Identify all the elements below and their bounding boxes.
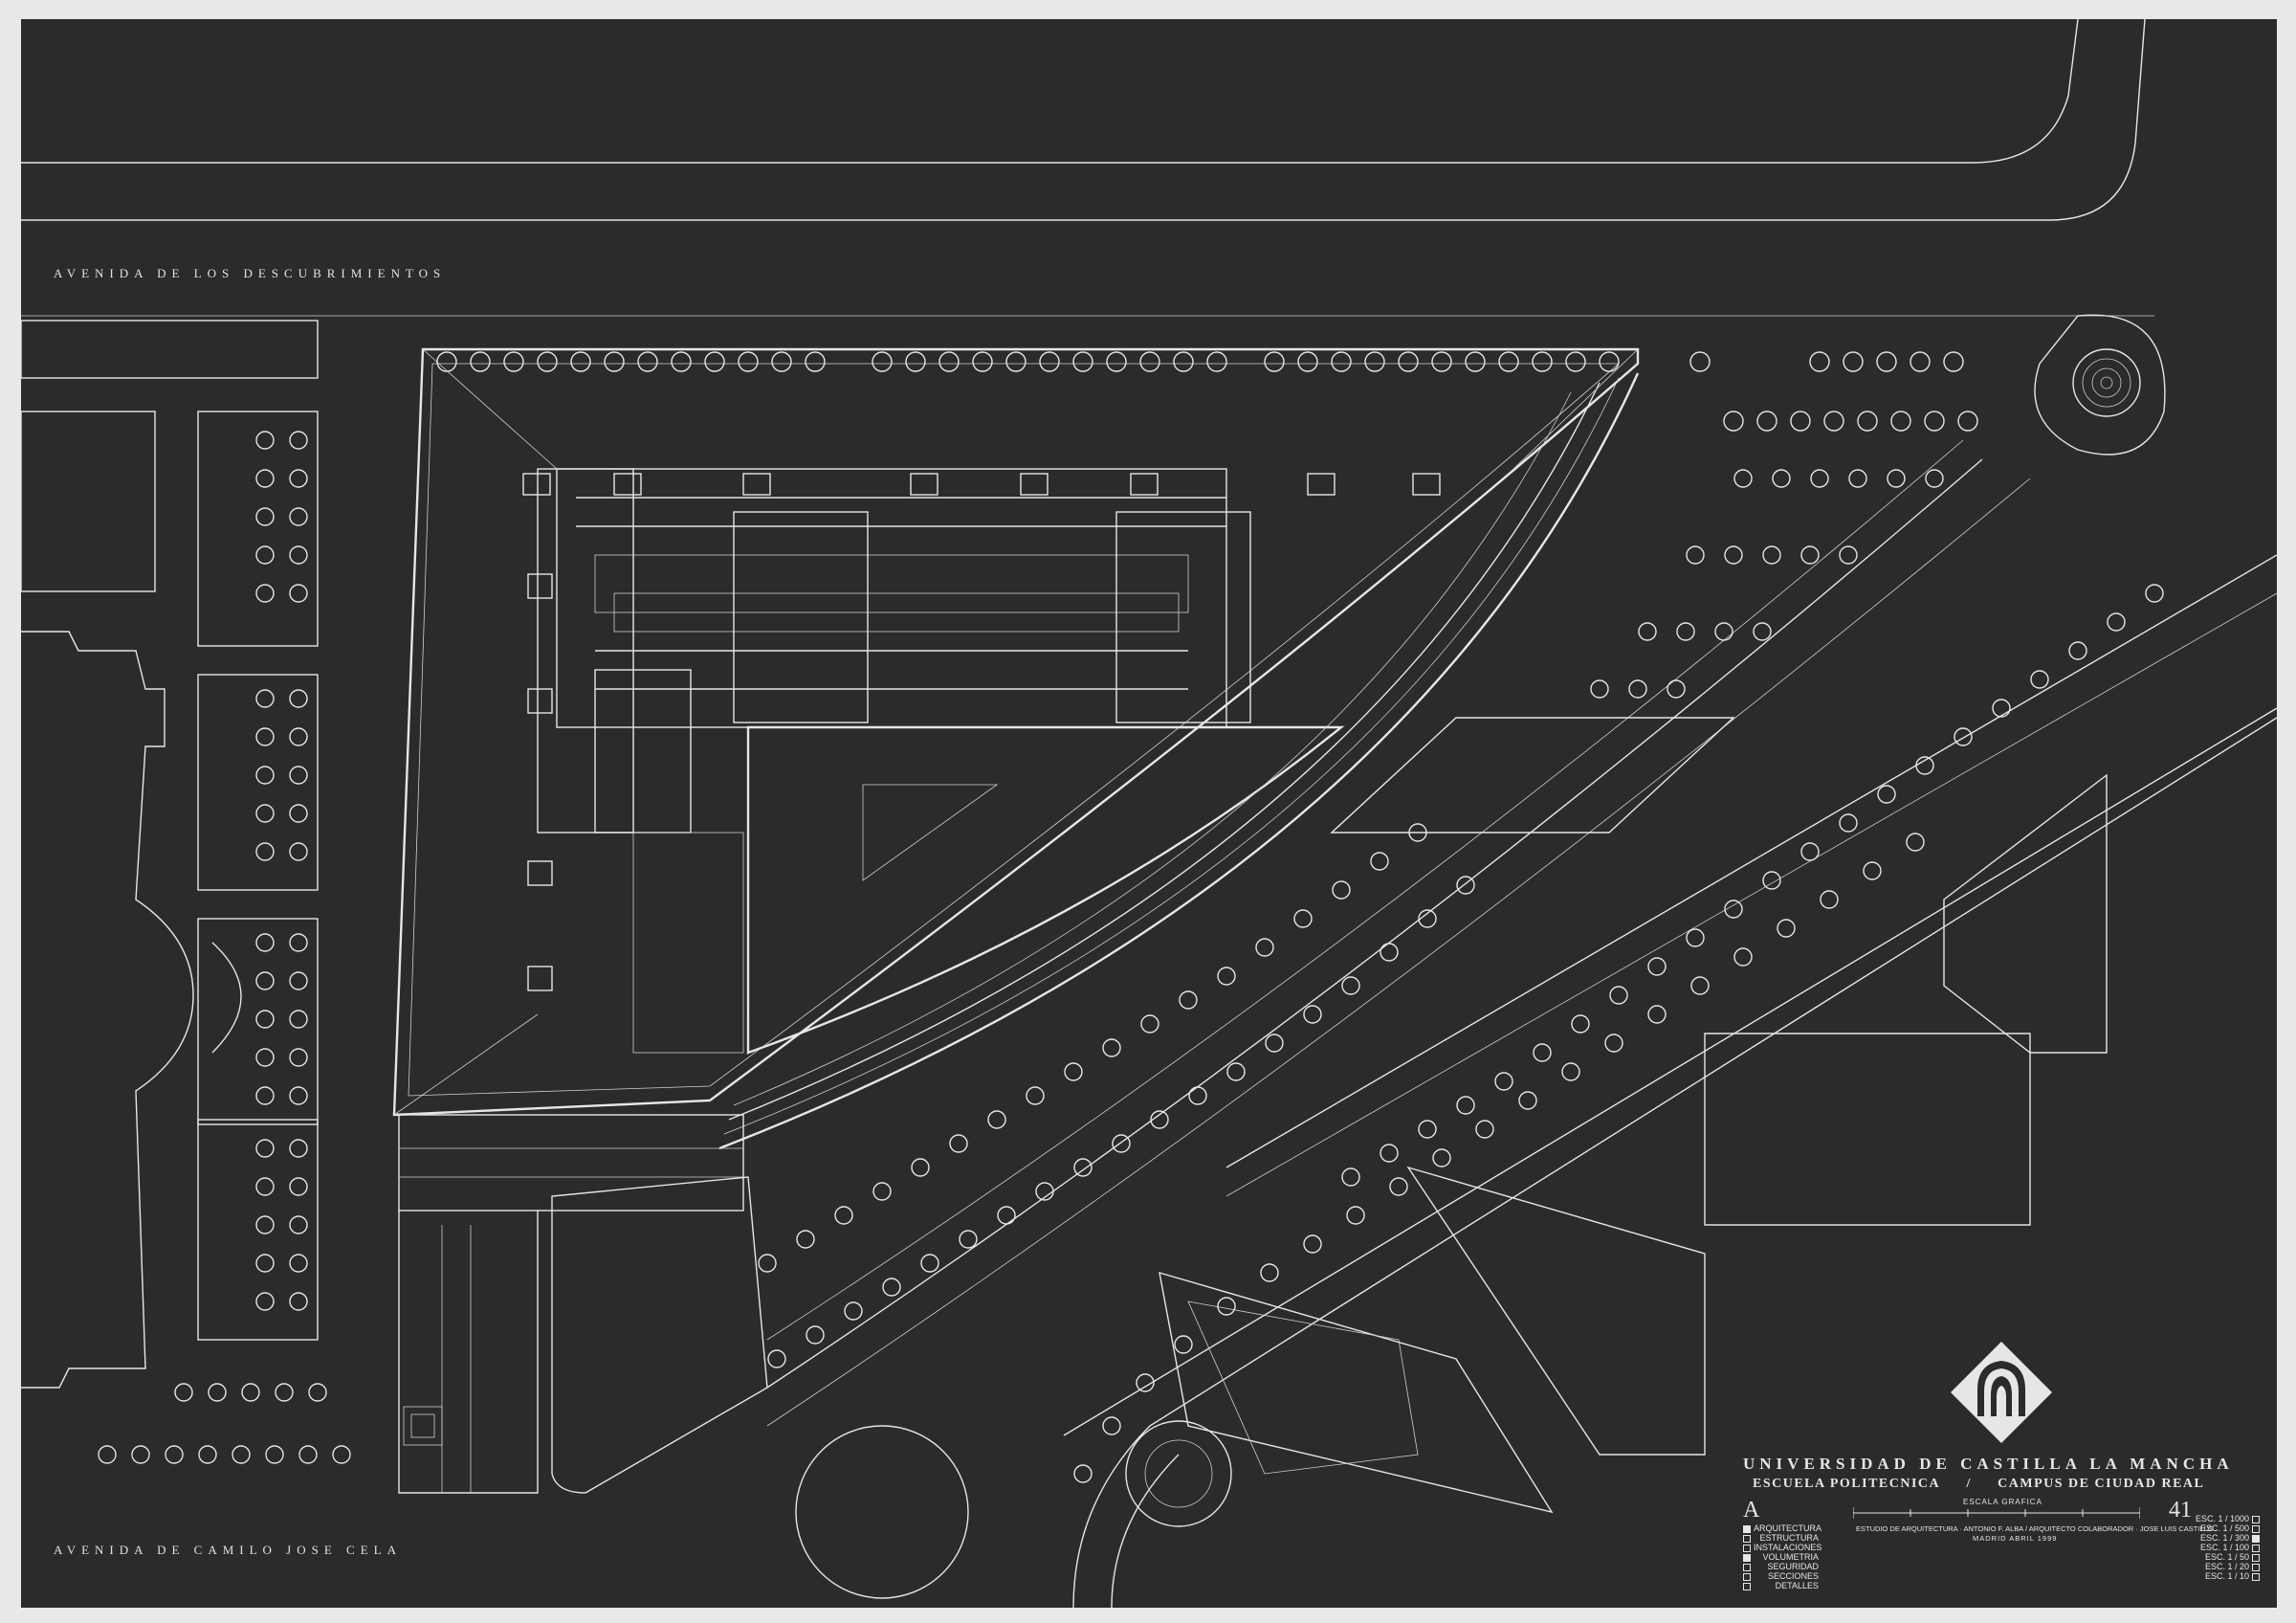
category-label: SECCIONES bbox=[1767, 1571, 1819, 1581]
category-label: ESTRUCTURA bbox=[1759, 1533, 1819, 1543]
scale-item: ESC. 1 / 300 bbox=[2174, 1533, 2260, 1543]
category-item: SEGURIDAD bbox=[1743, 1562, 1829, 1571]
scale-label: ESC. 1 / 500 bbox=[2199, 1523, 2249, 1533]
school-name: ESCUELA POLITECNICA bbox=[1753, 1477, 1941, 1491]
scale-item: ESC. 1 / 100 bbox=[2174, 1543, 2260, 1552]
checkbox-icon bbox=[1743, 1582, 1751, 1590]
top-road bbox=[21, 19, 2154, 317]
checkbox-icon bbox=[1743, 1572, 1751, 1581]
building-complex bbox=[392, 347, 1640, 1212]
category-item: INSTALACIONES bbox=[1743, 1543, 1829, 1552]
scale-label: ESC. 1 / 10 bbox=[2204, 1571, 2249, 1581]
checkbox-icon bbox=[1743, 1544, 1751, 1552]
category-label: SEGURIDAD bbox=[1767, 1562, 1819, 1571]
checkbox-icon bbox=[2252, 1563, 2260, 1571]
category-label: VOLUMETRIA bbox=[1762, 1552, 1819, 1562]
separator: / bbox=[1966, 1477, 1972, 1491]
category-item: VOLUMETRIA bbox=[1743, 1552, 1829, 1562]
category-item: SECCIONES bbox=[1743, 1571, 1829, 1581]
checkbox-icon bbox=[2252, 1515, 2260, 1523]
scale-label: ESC. 1 / 300 bbox=[2199, 1533, 2249, 1543]
left-blocks bbox=[21, 320, 319, 1389]
scale-item: ESC. 1 / 500 bbox=[2174, 1523, 2260, 1533]
sheet-letter: A bbox=[1743, 1498, 1760, 1523]
scale-label: ESC. 1 / 20 bbox=[2204, 1562, 2249, 1571]
checkbox-icon bbox=[2252, 1524, 2260, 1533]
street-label-bottom: AVENIDA DE CAMILO JOSE CELA bbox=[54, 1543, 402, 1557]
checkbox-icon bbox=[2252, 1553, 2260, 1562]
category-label: INSTALACIONES bbox=[1754, 1543, 1822, 1552]
trees bbox=[98, 351, 2164, 1483]
checkbox-icon bbox=[1743, 1534, 1751, 1543]
scale-item: ESC. 1 / 20 bbox=[2174, 1562, 2260, 1571]
campus-name: CAMPUS DE CIUDAD REAL bbox=[1998, 1477, 2205, 1491]
street-label-top: AVENIDA DE LOS DESCUBRIMIENTOS bbox=[54, 266, 447, 280]
category-label: DETALLES bbox=[1775, 1581, 1819, 1590]
checkbox-icon bbox=[1743, 1524, 1751, 1533]
checkbox-icon bbox=[2252, 1572, 2260, 1581]
scale-label: ESC. 1 / 50 bbox=[2204, 1552, 2249, 1562]
scale-label: ESC. 1 / 100 bbox=[2199, 1543, 2249, 1552]
category-item: ESTRUCTURA bbox=[1743, 1533, 1829, 1543]
sheet-number: 41 bbox=[2169, 1498, 2192, 1523]
scale-label: ESC. 1 / 1000 bbox=[2195, 1514, 2249, 1523]
school-campus-line: ESCUELA POLITECNICA / CAMPUS DE CIUDAD R… bbox=[1753, 1477, 2204, 1492]
checkbox-icon bbox=[2252, 1534, 2260, 1543]
parcels bbox=[795, 773, 2108, 1599]
footbridge bbox=[1330, 717, 1735, 834]
title-block: UNIVERSIDAD DE CASTILLA LA MANCHA ESCUEL… bbox=[1743, 1340, 2260, 1590]
cone-monument bbox=[2034, 314, 2166, 456]
checkbox-icon bbox=[1743, 1553, 1751, 1562]
checkbox-icon bbox=[1743, 1563, 1751, 1571]
university-name: UNIVERSIDAD DE CASTILLA LA MANCHA bbox=[1743, 1455, 2234, 1473]
south-plaza bbox=[398, 1176, 768, 1494]
blueprint-sheet: AVENIDA DE LOS DESCUBRIMIENTOS AVENIDA D… bbox=[21, 19, 2277, 1608]
scale-item: ESC. 1 / 1000 bbox=[2174, 1514, 2260, 1523]
graphic-scale-bar bbox=[1853, 1507, 2140, 1519]
studio-credit: ESTUDIO DE ARQUITECTURA · ANTONIO F. ALB… bbox=[1856, 1524, 2214, 1533]
site-plan-drawing bbox=[21, 19, 2277, 1608]
scale-item: ESC. 1 / 10 bbox=[2174, 1571, 2260, 1581]
diagonal-roads bbox=[766, 439, 2277, 1608]
date-line: MADRID ABRIL 1999 bbox=[1973, 1534, 2058, 1543]
graphic-scale-label: ESCALA GRAFICA bbox=[1963, 1498, 2042, 1506]
checkbox-icon bbox=[2252, 1544, 2260, 1552]
university-arch-logo-icon bbox=[1951, 1342, 2052, 1443]
category-label: ARQUITECTURA bbox=[1754, 1523, 1822, 1533]
category-item: ARQUITECTURA bbox=[1743, 1523, 1829, 1533]
scale-item: ESC. 1 / 50 bbox=[2174, 1552, 2260, 1562]
category-item: DETALLES bbox=[1743, 1581, 1829, 1590]
